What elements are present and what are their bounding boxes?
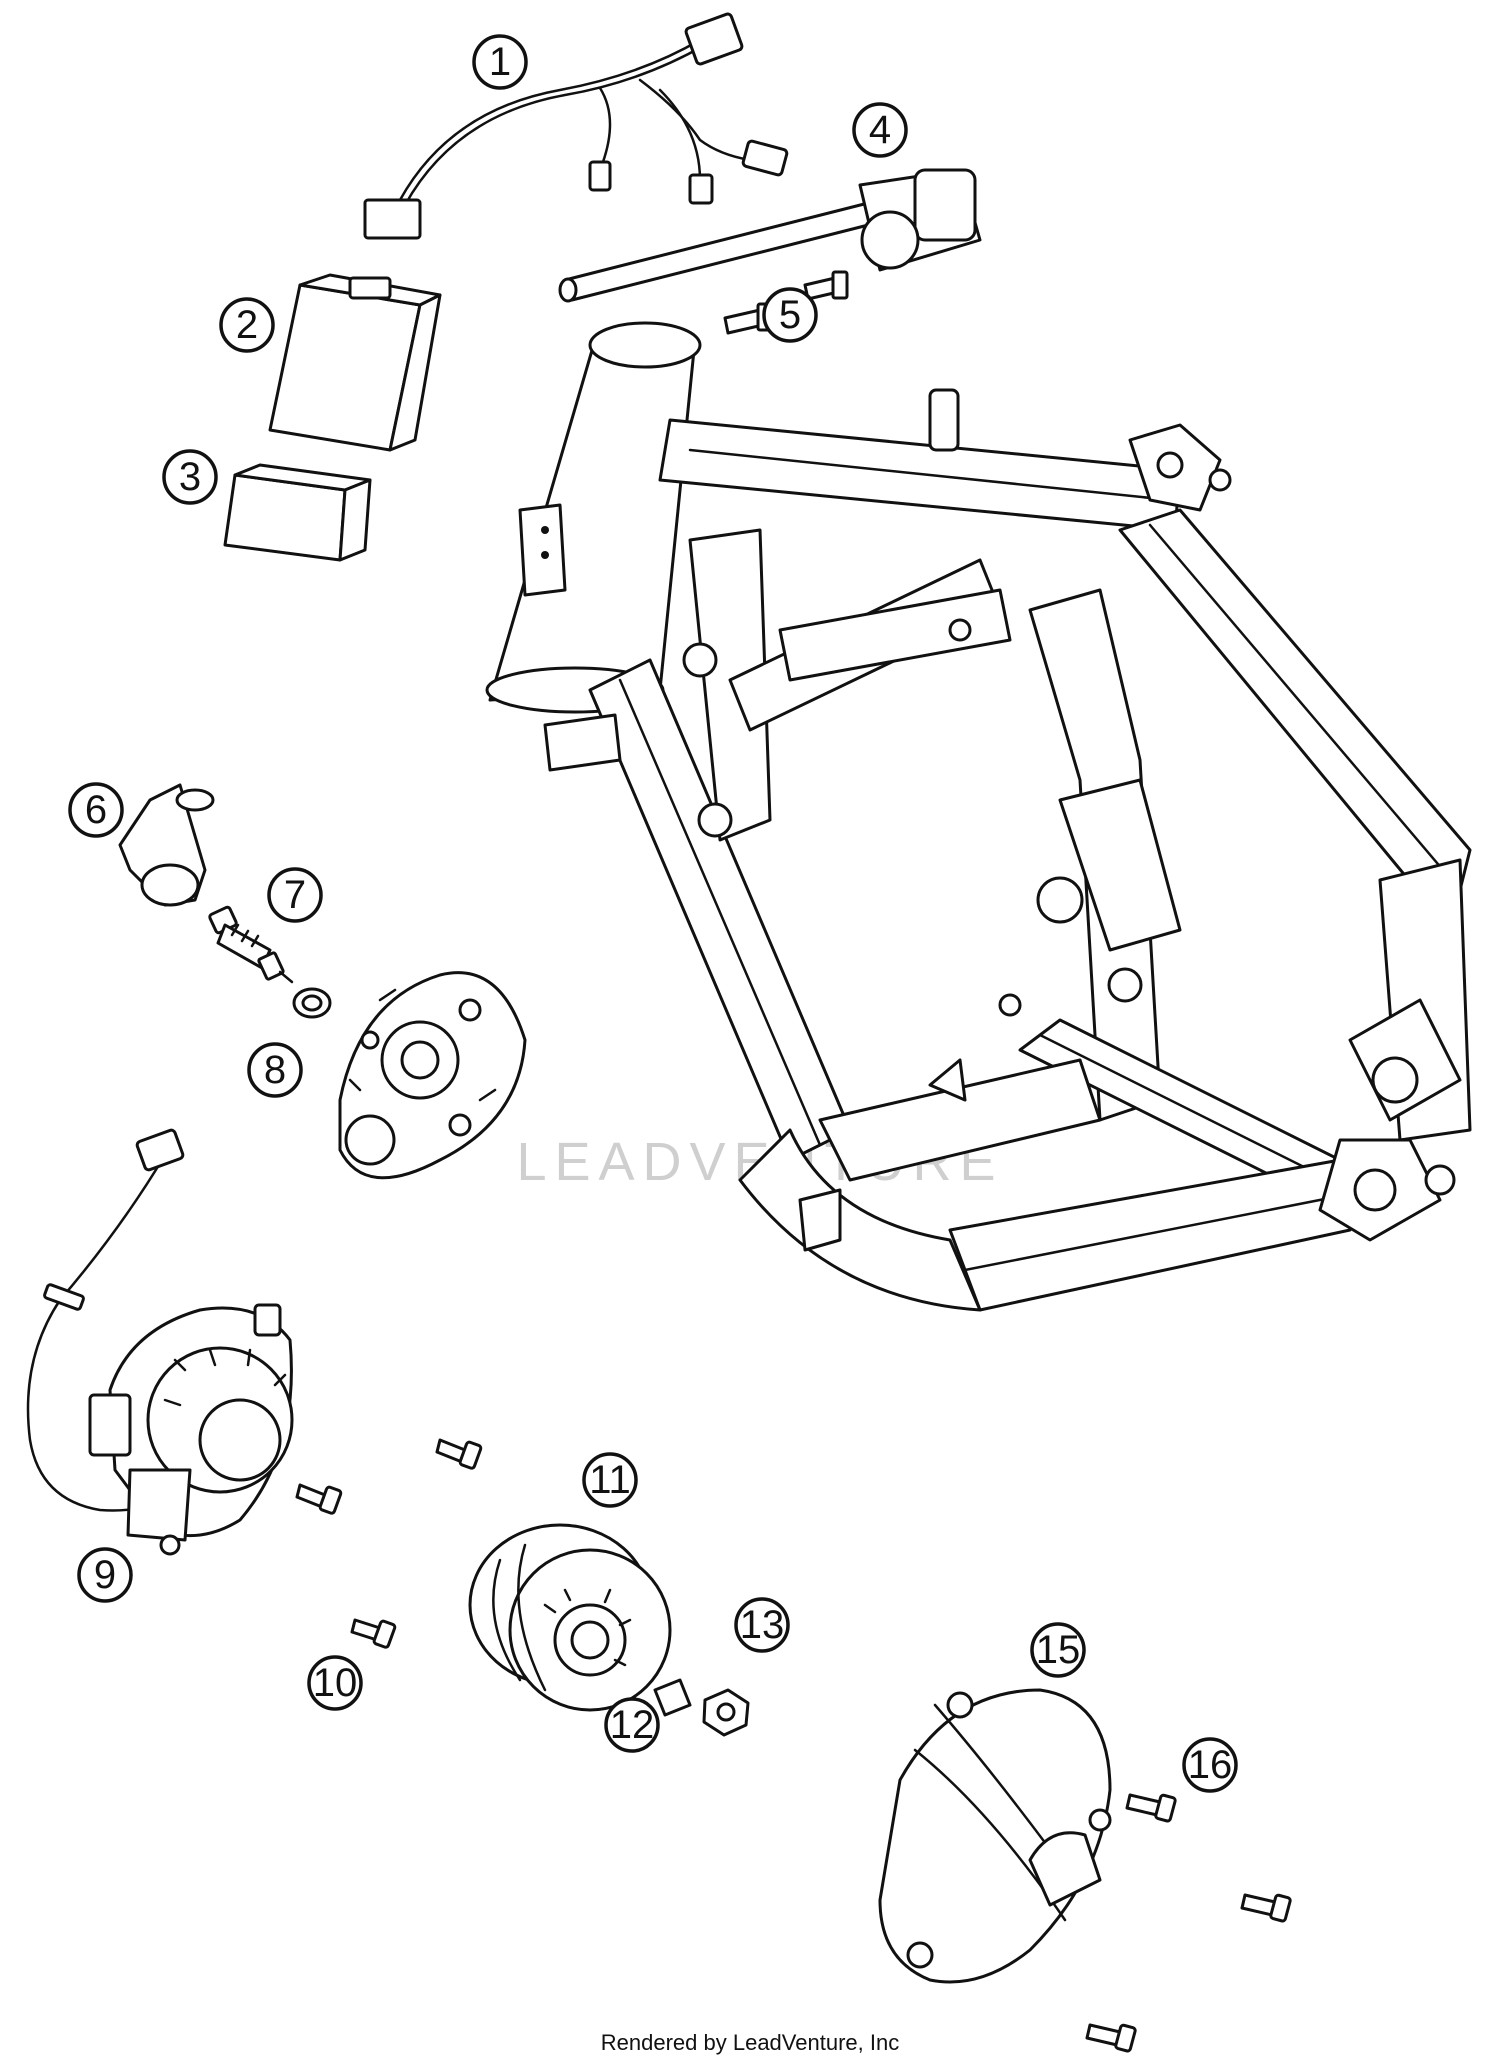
callout-13[interactable]: 13 bbox=[734, 1597, 790, 1653]
svg-text:10: 10 bbox=[313, 1661, 358, 1705]
svg-text:13: 13 bbox=[740, 1603, 785, 1647]
callout-2[interactable]: 2 bbox=[219, 297, 275, 353]
flywheel-nut[interactable] bbox=[702, 1688, 750, 1737]
stator-screws[interactable] bbox=[295, 1438, 483, 1649]
ignition-cover[interactable] bbox=[878, 1688, 1112, 1984]
frame[interactable] bbox=[485, 321, 1472, 1312]
footer-credit: Rendered by LeadVenture, Inc bbox=[601, 2030, 899, 2055]
svg-text:3: 3 bbox=[179, 455, 201, 499]
callout-11[interactable]: 11 bbox=[582, 1452, 638, 1508]
svg-text:8: 8 bbox=[264, 1048, 286, 1092]
callout-15[interactable]: 15 bbox=[1030, 1622, 1086, 1678]
cdi-box[interactable] bbox=[268, 273, 442, 452]
rubber-sleeve[interactable] bbox=[223, 463, 372, 562]
callout-3[interactable]: 3 bbox=[162, 449, 218, 505]
callout-16[interactable]: 16 bbox=[1182, 1737, 1238, 1793]
svg-text:1: 1 bbox=[489, 40, 511, 84]
svg-text:5: 5 bbox=[779, 293, 801, 337]
cylinder-head[interactable] bbox=[338, 971, 527, 1180]
callout-7[interactable]: 7 bbox=[267, 867, 323, 923]
svg-text:9: 9 bbox=[94, 1553, 116, 1597]
svg-text:16: 16 bbox=[1188, 1743, 1233, 1787]
callout-12[interactable]: 12 bbox=[604, 1697, 660, 1753]
callout-6[interactable]: 6 bbox=[68, 782, 124, 838]
spark-plug-cap[interactable] bbox=[118, 783, 215, 907]
callout-5[interactable]: 5 bbox=[762, 287, 818, 343]
callout-1[interactable]: 1 bbox=[472, 34, 528, 90]
ignition-coil[interactable] bbox=[558, 168, 982, 303]
callout-8[interactable]: 8 bbox=[247, 1042, 303, 1098]
spark-plug[interactable] bbox=[208, 905, 294, 984]
svg-text:11: 11 bbox=[589, 1458, 631, 1502]
svg-text:12: 12 bbox=[610, 1703, 655, 1747]
stator[interactable] bbox=[26, 1128, 294, 1556]
flywheel[interactable] bbox=[468, 1523, 672, 1712]
svg-text:7: 7 bbox=[284, 873, 306, 917]
svg-text:4: 4 bbox=[869, 108, 891, 152]
sealing-ring[interactable] bbox=[292, 987, 332, 1019]
svg-text:2: 2 bbox=[236, 303, 258, 347]
callout-9[interactable]: 9 bbox=[77, 1547, 133, 1603]
wiring-harness[interactable] bbox=[363, 12, 789, 240]
callout-10[interactable]: 10 bbox=[307, 1655, 363, 1711]
callout-4[interactable]: 4 bbox=[852, 102, 908, 158]
flywheel-washer[interactable] bbox=[653, 1678, 692, 1717]
svg-text:15: 15 bbox=[1036, 1628, 1081, 1672]
cover-screws[interactable] bbox=[1085, 1793, 1292, 2053]
svg-text:6: 6 bbox=[85, 788, 107, 832]
